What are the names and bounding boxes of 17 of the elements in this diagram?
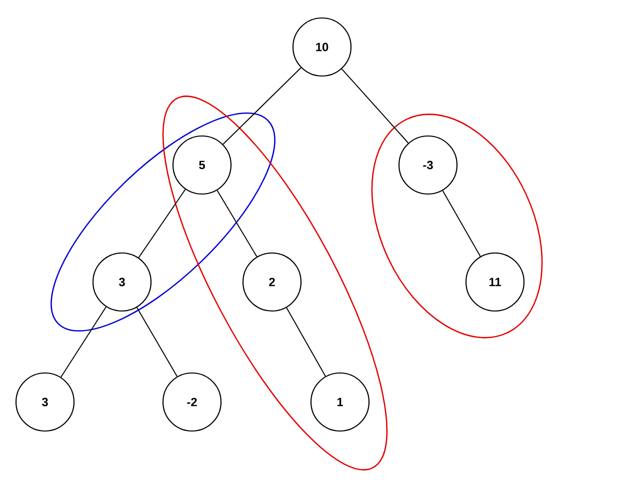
tree-node: 2 <box>242 252 302 312</box>
tree-node: 1 <box>310 372 370 432</box>
tree-edge <box>60 306 107 378</box>
tree-edge <box>216 190 258 258</box>
tree-node: 5 <box>172 135 232 195</box>
tree-edge <box>341 68 409 144</box>
tree-edge <box>222 67 302 145</box>
tree-edge <box>286 307 326 377</box>
tree-node: -3 <box>398 135 458 195</box>
tree-node: 11 <box>465 252 525 312</box>
tree-node: -2 <box>162 372 222 432</box>
tree-edge <box>442 190 481 257</box>
tree-node: 3 <box>92 252 152 312</box>
tree-edge <box>138 188 186 258</box>
tree-node: 3 <box>15 372 75 432</box>
tree-edge <box>136 307 178 377</box>
tree-node: 10 <box>292 17 352 77</box>
